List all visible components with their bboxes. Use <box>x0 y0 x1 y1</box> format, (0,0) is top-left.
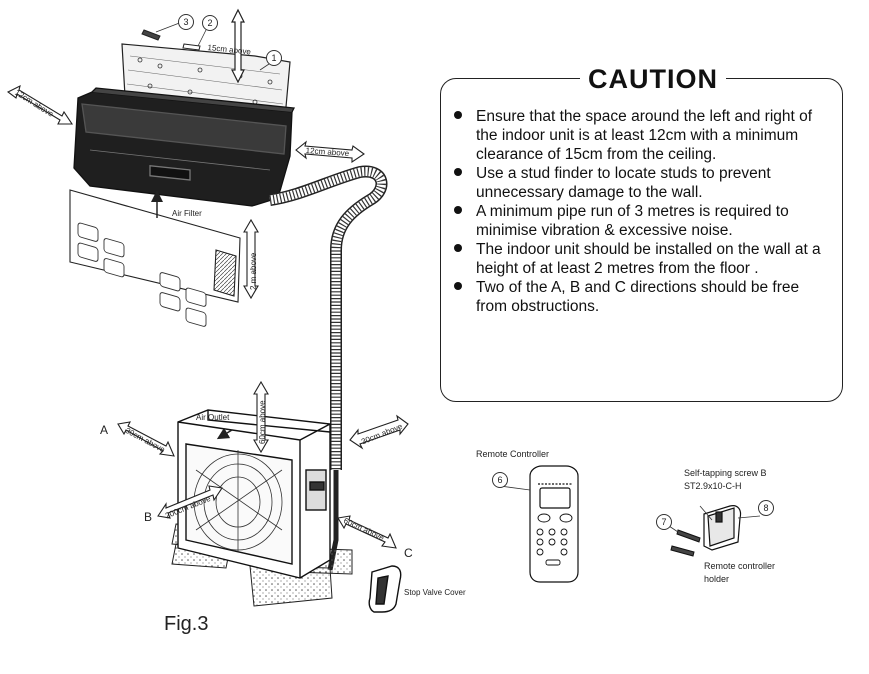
clearance-arrow-c <box>337 515 397 549</box>
label-self-tapping-screw: Self-tapping screw B <box>684 468 767 478</box>
caution-item: A minimum pipe run of 3 metres is requir… <box>452 202 834 240</box>
wall-screw <box>141 29 201 51</box>
callout-7: 7 <box>656 514 672 530</box>
caution-item: Ensure that the space around the left an… <box>452 107 834 164</box>
callout-6: 6 <box>492 472 508 488</box>
height-arrow <box>243 218 259 300</box>
bullet-icon <box>454 111 462 119</box>
self-tapping-screws <box>670 529 701 557</box>
bullet-icon <box>454 244 462 252</box>
remote-controller-drawing <box>529 465 579 583</box>
bullet-icon <box>454 206 462 214</box>
label-2m-above: 2 m above <box>249 252 258 290</box>
figure-caption: Fig.3 <box>164 613 209 635</box>
callout-3: 3 <box>178 14 194 30</box>
caution-item-text: Use a stud finder to locate studs to pre… <box>476 165 771 201</box>
caution-item-text: Two of the A, B and C directions should … <box>476 279 800 315</box>
label-stop-valve-cover: Stop Valve Cover <box>404 588 466 597</box>
label-screw-spec: ST2.9x10-C-H <box>684 481 742 491</box>
label-remote-holder-line2: holder <box>704 574 730 584</box>
callout-2: 2 <box>202 15 218 31</box>
caution-item-text: Ensure that the space around the left an… <box>476 108 813 163</box>
indoor-unit <box>73 87 296 207</box>
outdoor-unit <box>177 409 331 579</box>
clearance-arrow-left <box>6 84 74 125</box>
label-direction-c: C <box>404 546 413 560</box>
stop-valve-cover <box>368 565 402 613</box>
air-outlet-arrow <box>216 427 233 440</box>
label-60cm-above-top: 60cm above <box>258 400 267 444</box>
caution-list: Ensure that the space around the left an… <box>452 107 834 316</box>
label-direction-b: B <box>144 510 153 524</box>
label-direction-a: A <box>100 423 109 437</box>
label-remote-holder-line1: Remote controller <box>704 561 776 571</box>
caution-item: Two of the A, B and C directions should … <box>452 278 834 316</box>
caution-item: The indoor unit should be installed on t… <box>452 240 834 278</box>
clearance-arrow-b <box>157 485 223 519</box>
label-air-outlet: Air Outlet <box>196 413 230 422</box>
air-filter-panel <box>69 189 241 327</box>
caution-item-text: The indoor unit should be installed on t… <box>476 241 821 277</box>
clearance-arrow-a <box>117 421 175 457</box>
caution-title: CAUTION <box>580 64 726 95</box>
label-air-filter: Air Filter <box>172 209 202 218</box>
bullet-icon <box>454 282 462 290</box>
caution-item: Use a stud finder to locate studs to pre… <box>452 164 834 202</box>
clearance-arrow-right <box>295 140 365 164</box>
remote-holder-drawing <box>703 505 742 551</box>
label-remote-controller: Remote Controller <box>476 449 550 459</box>
pipe-hose <box>269 165 388 571</box>
callout-8: 8 <box>758 500 774 516</box>
clearance-arrow-60cm-top <box>253 380 269 454</box>
caution-item-text: A minimum pipe run of 3 metres is requir… <box>476 203 789 239</box>
clearance-arrow-right-30cm <box>349 414 409 450</box>
clearance-arrow-top <box>231 8 245 84</box>
bullet-icon <box>454 168 462 176</box>
callout-1: 1 <box>266 50 282 66</box>
